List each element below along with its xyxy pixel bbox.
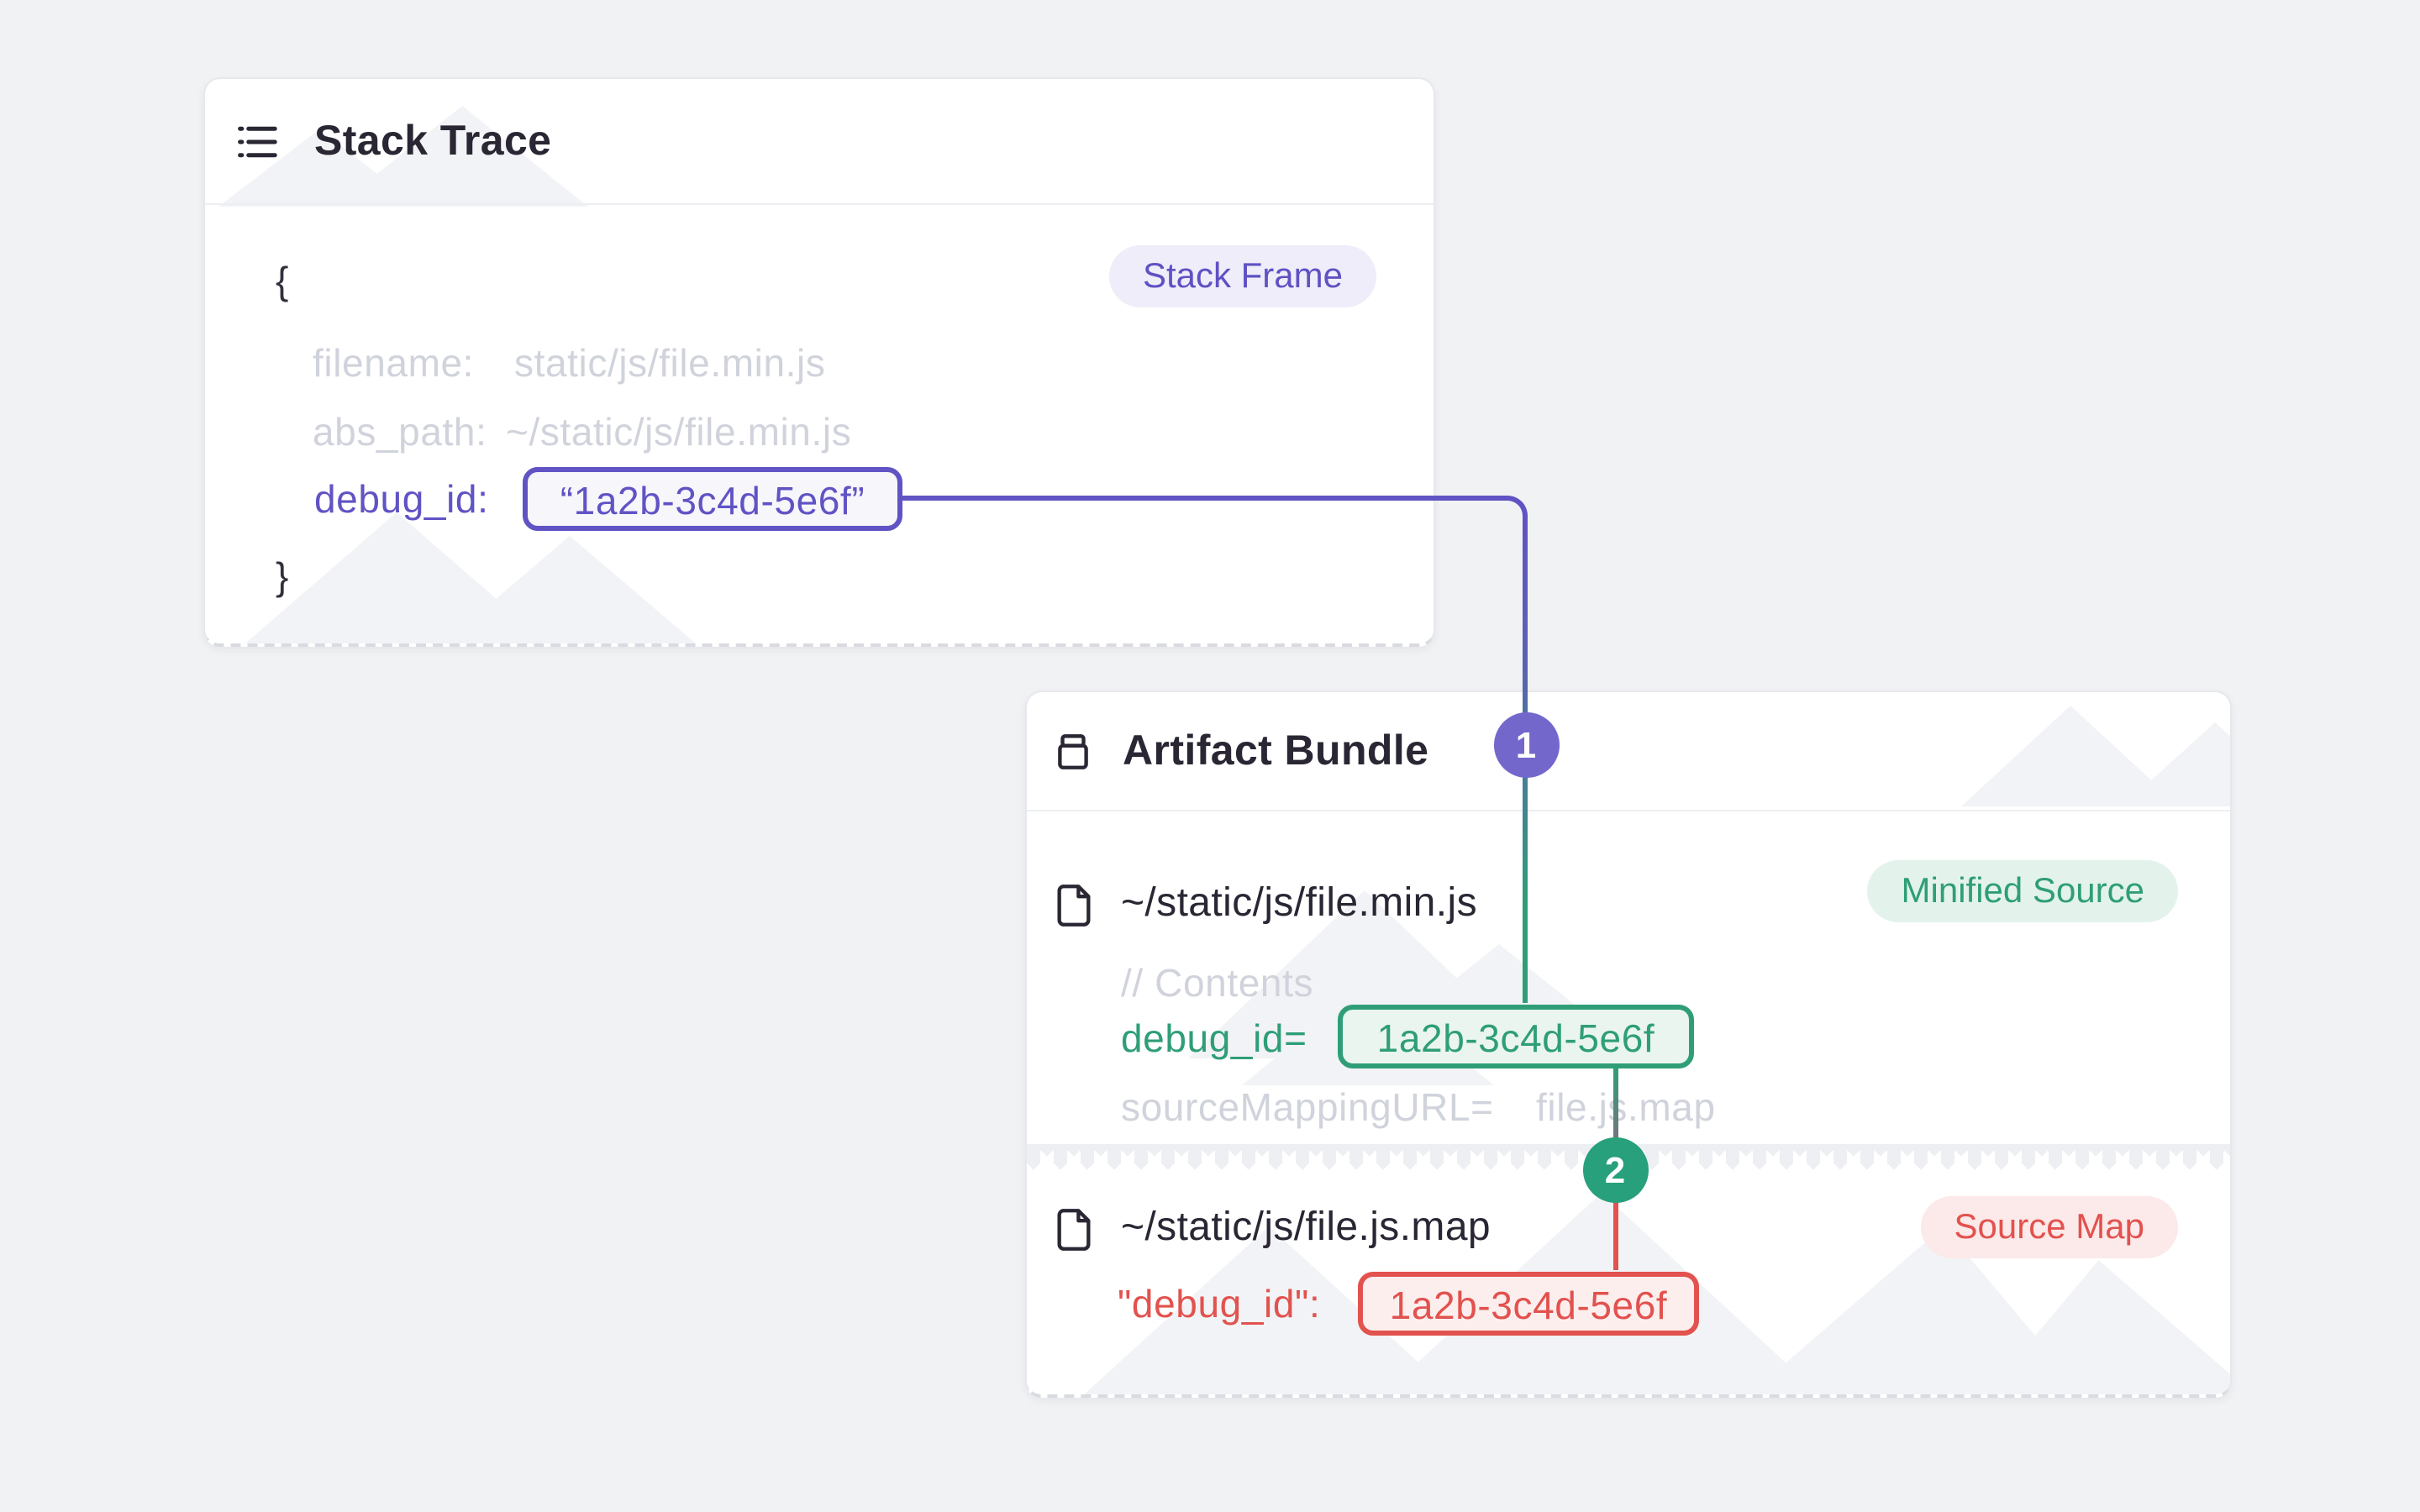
stack-trace-card: Stack Trace Stack Frame { filename: stat… <box>203 77 1435 647</box>
sourcemap-debug-id-chip: 1a2b-3c4d-5e6f <box>1358 1272 1699 1336</box>
step-1-circle: 1 <box>1493 711 1559 777</box>
artifact-bundle-header: Artifact Bundle <box>1027 692 2230 811</box>
stack-frame-badge: Stack Frame <box>1109 245 1376 307</box>
debug-id-key: debug_id: <box>314 467 489 531</box>
connector-1-horizontal <box>901 495 1509 500</box>
source-mapping-url-key: sourceMappingURL= <box>1121 1075 1494 1139</box>
step-2-circle: 2 <box>1582 1137 1648 1202</box>
stack-trace-title: Stack Trace <box>314 118 551 166</box>
minified-source-badge: Minified Source <box>1868 860 2178 922</box>
contents-comment: // Contents <box>1121 951 1313 1015</box>
abs-path-value: ~/static/js/file.min.js <box>506 400 851 464</box>
brace-close: } <box>276 544 289 608</box>
filename-value: static/js/file.min.js <box>514 331 825 395</box>
connector-1-corner <box>1506 495 1528 518</box>
brace-open: { <box>276 249 289 312</box>
bundle-debug-id-chip: 1a2b-3c4d-5e6f <box>1338 1005 1694 1068</box>
source-mapping-url-value: file.js.map <box>1536 1075 1716 1139</box>
artifact-bundle-archive-icon <box>1052 731 1094 781</box>
abs-path-key: abs_path: <box>313 400 487 464</box>
sourcemap-debug-id-key: "debug_id": <box>1118 1272 1320 1336</box>
source-map-badge: Source Map <box>1921 1196 2178 1258</box>
artifact-bundle-card: Artifact Bundle ~/static/js/file.min.js … <box>1025 690 2232 1398</box>
filename-key: filename: <box>313 331 474 395</box>
artifact-bundle-title: Artifact Bundle <box>1123 727 1428 776</box>
stack-trace-list-icon <box>235 119 281 173</box>
bundle-debug-id-key: debug_id= <box>1121 1006 1307 1070</box>
debug-id-chip: “1a2b-3c4d-5e6f” <box>523 467 902 531</box>
minified-file-icon <box>1054 884 1094 936</box>
stack-trace-header: Stack Trace <box>205 79 1434 205</box>
sourcemap-file-path: ~/static/js/file.js.map <box>1121 1196 1491 1260</box>
connector-2-upper <box>1612 1067 1618 1137</box>
minified-file-path: ~/static/js/file.min.js <box>1121 872 1477 936</box>
sourcemap-file-icon <box>1054 1208 1094 1260</box>
connector-2-lower <box>1612 1200 1618 1270</box>
